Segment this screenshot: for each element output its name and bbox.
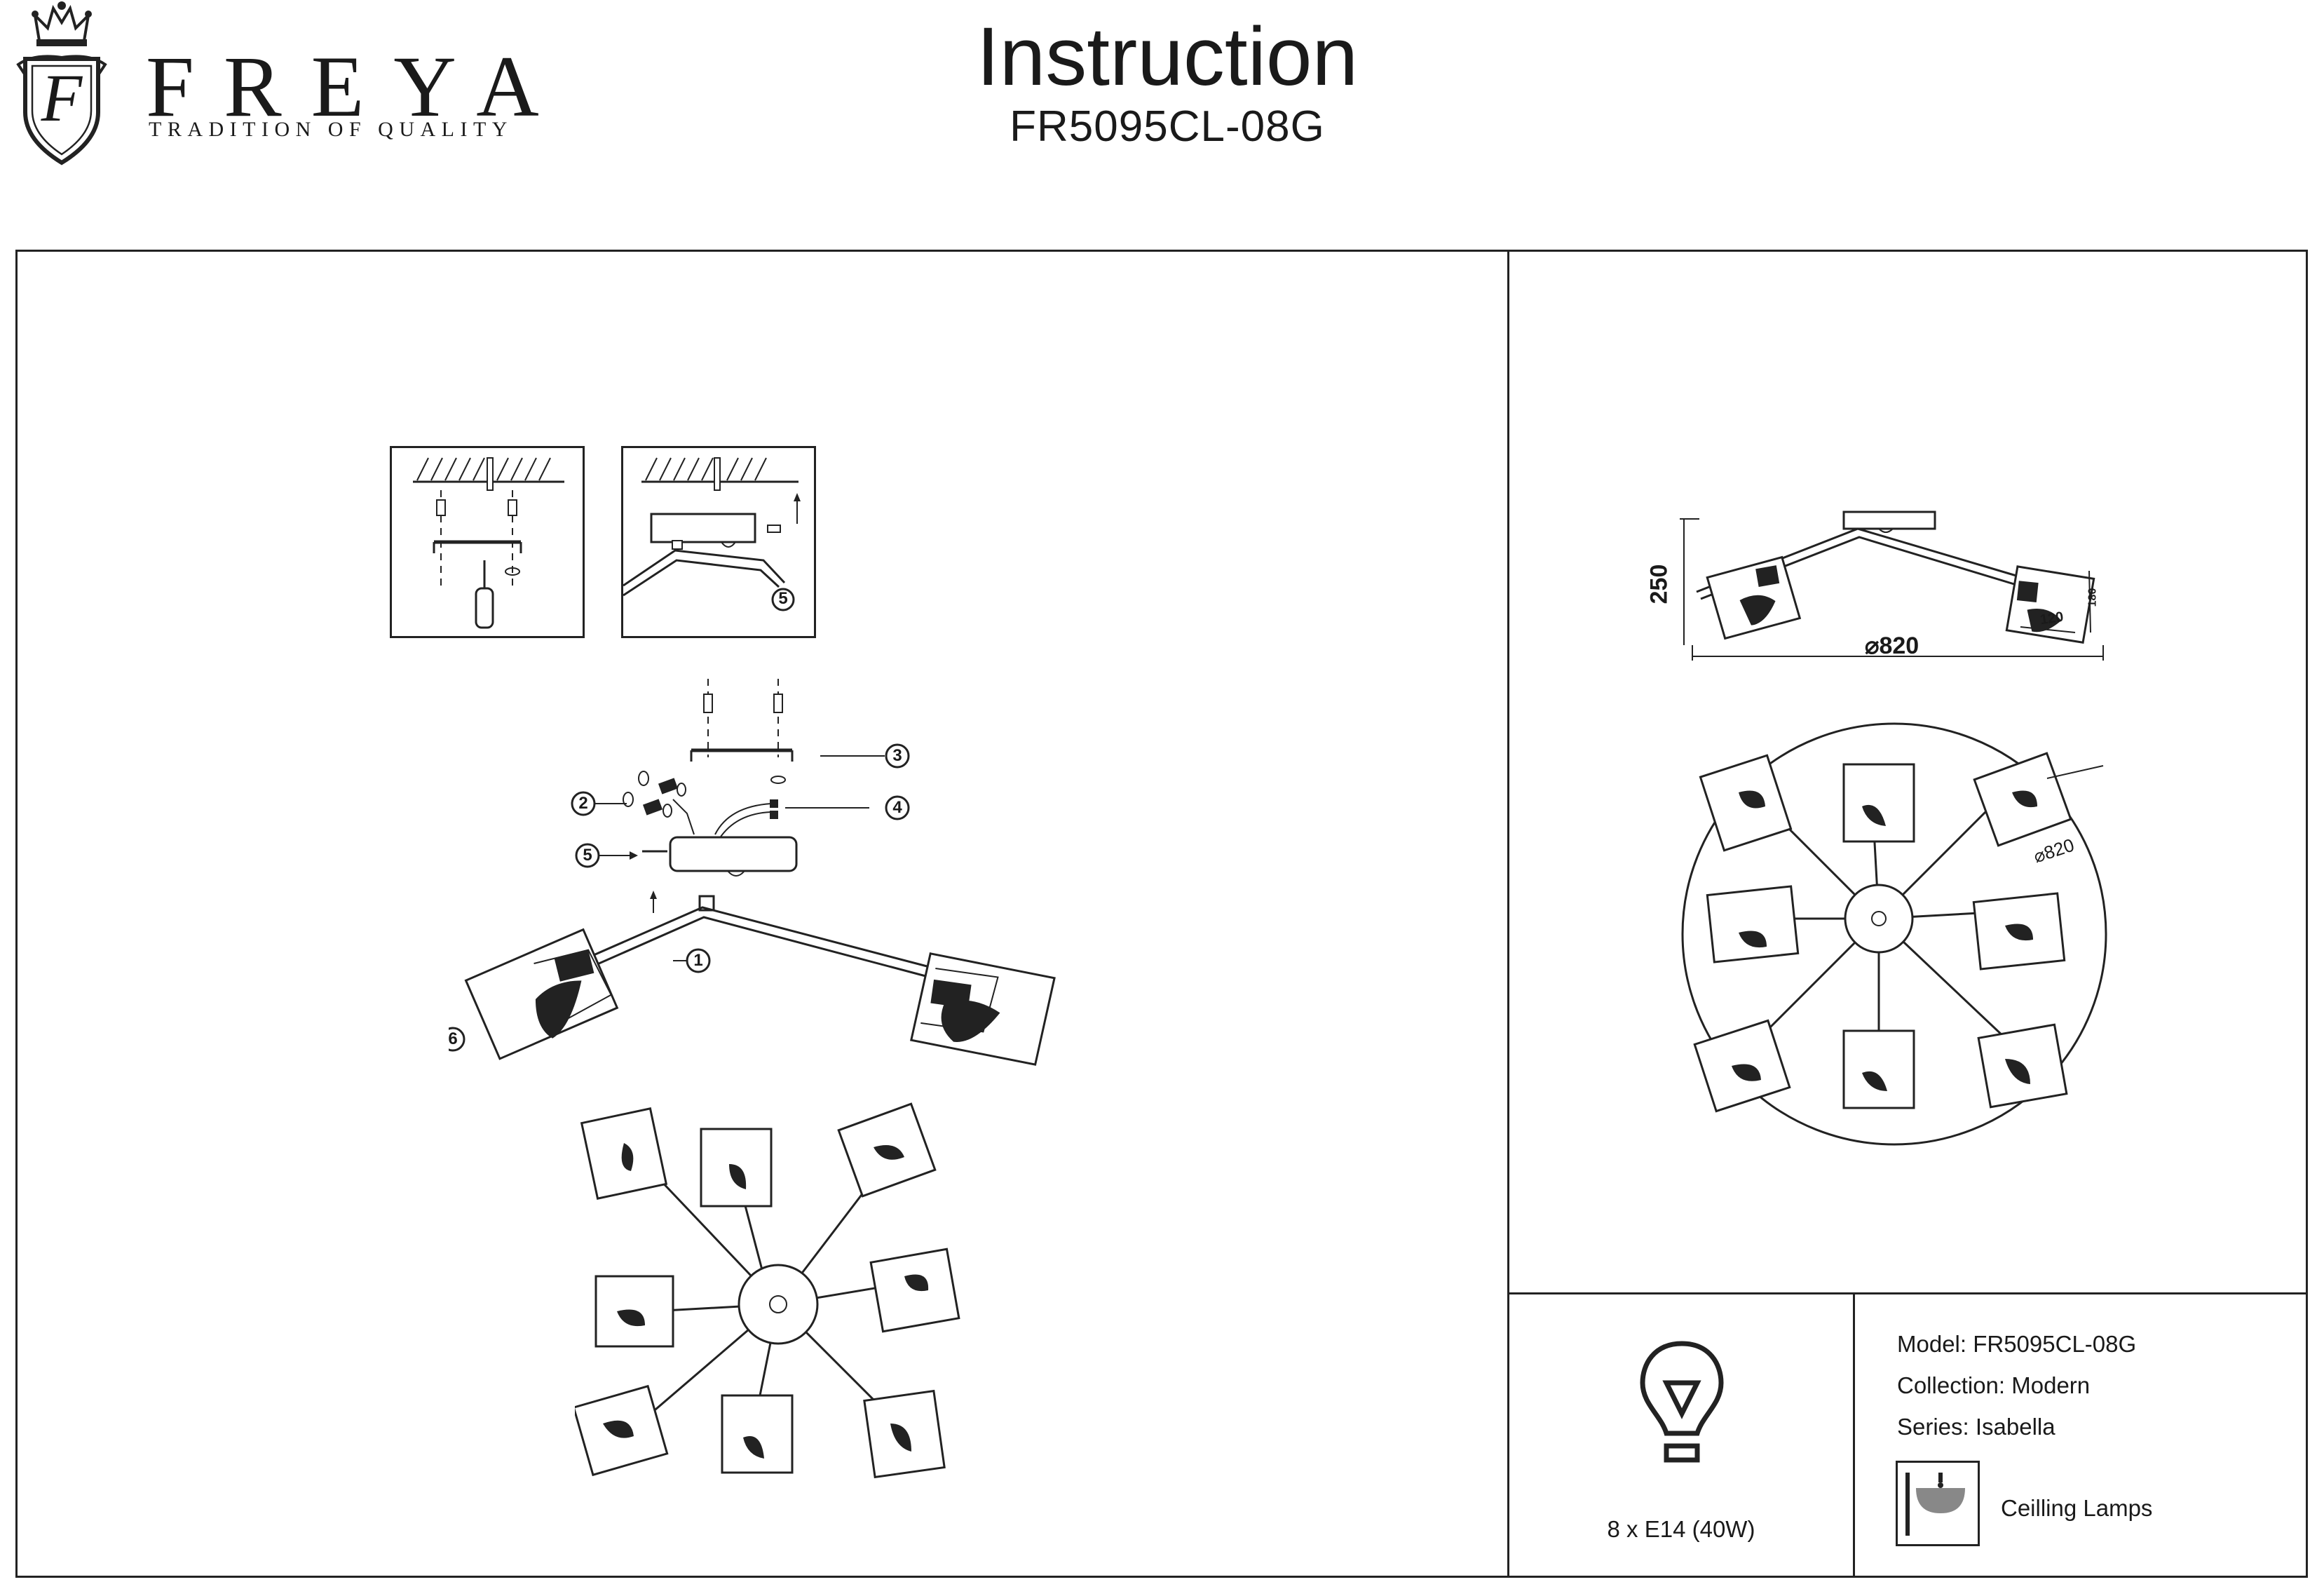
callout-4-label: 4 [892, 798, 902, 817]
category-spec: Ceilling Lamps [2001, 1495, 2153, 1521]
side-elevation-view: 250 ⌀820 120 180 [1645, 508, 2117, 662]
logo-monogram: F [41, 60, 83, 135]
page-title: Instruction [976, 11, 1359, 103]
callout-6-label: 6 [448, 1029, 458, 1048]
brand-tagline: TRADITION OF QUALITY [149, 118, 513, 141]
series-spec: Series: Isabella [1897, 1414, 2055, 1440]
ceiling-lamp-badge [1896, 1461, 1980, 1546]
frame-divider-horizontal [1507, 1292, 2308, 1294]
fixture-plan-view: ⌀820 [1640, 701, 2145, 1178]
install-step-2-panel: 5 [621, 446, 816, 638]
shade-width-dimension: 120 [2039, 609, 2065, 628]
screwdriver-icon [475, 560, 494, 629]
brand-logo: F [13, 0, 111, 167]
callout-3-label: 3 [892, 746, 902, 765]
collection-spec: Collection: Modern [1897, 1372, 2091, 1398]
exploded-assembly-view: 3 2 4 5 1 6 [448, 673, 1122, 1080]
crest-icon [16, 1, 107, 165]
callout-5-label: 5 [778, 589, 788, 608]
brand-name: FREYA [146, 39, 569, 135]
frame-divider-vertical [1507, 250, 1509, 1578]
ceiling-lamp-icon [1905, 1473, 1965, 1536]
bulb-spec-cell: 8 x E14 (40W) [1509, 1294, 1853, 1578]
diameter-dimension: ⌀820 [1865, 633, 1919, 659]
callout-5b-label: 5 [583, 846, 592, 865]
bulb-spec: 8 x E14 (40W) [1607, 1516, 1755, 1542]
light-bulb-icon [1640, 1341, 1724, 1463]
canopy-mount-drawing [623, 457, 801, 611]
model-spec: Model: FR5095CL-08G [1897, 1331, 2137, 1357]
callout-1-label: 1 [693, 951, 703, 970]
shade-height-dimension: 180 [2086, 588, 2099, 607]
install-step-1-panel [390, 446, 585, 638]
height-dimension: 250 [1645, 564, 1673, 604]
fixture-top-view [575, 1101, 981, 1494]
frame-divider-spec [1853, 1292, 1855, 1578]
ceiling-drill-drawing [413, 457, 564, 629]
drawing-frame [15, 250, 2308, 1578]
callout-2-label: 2 [578, 794, 588, 813]
page-model: FR5095CL-08G [1010, 102, 1325, 151]
